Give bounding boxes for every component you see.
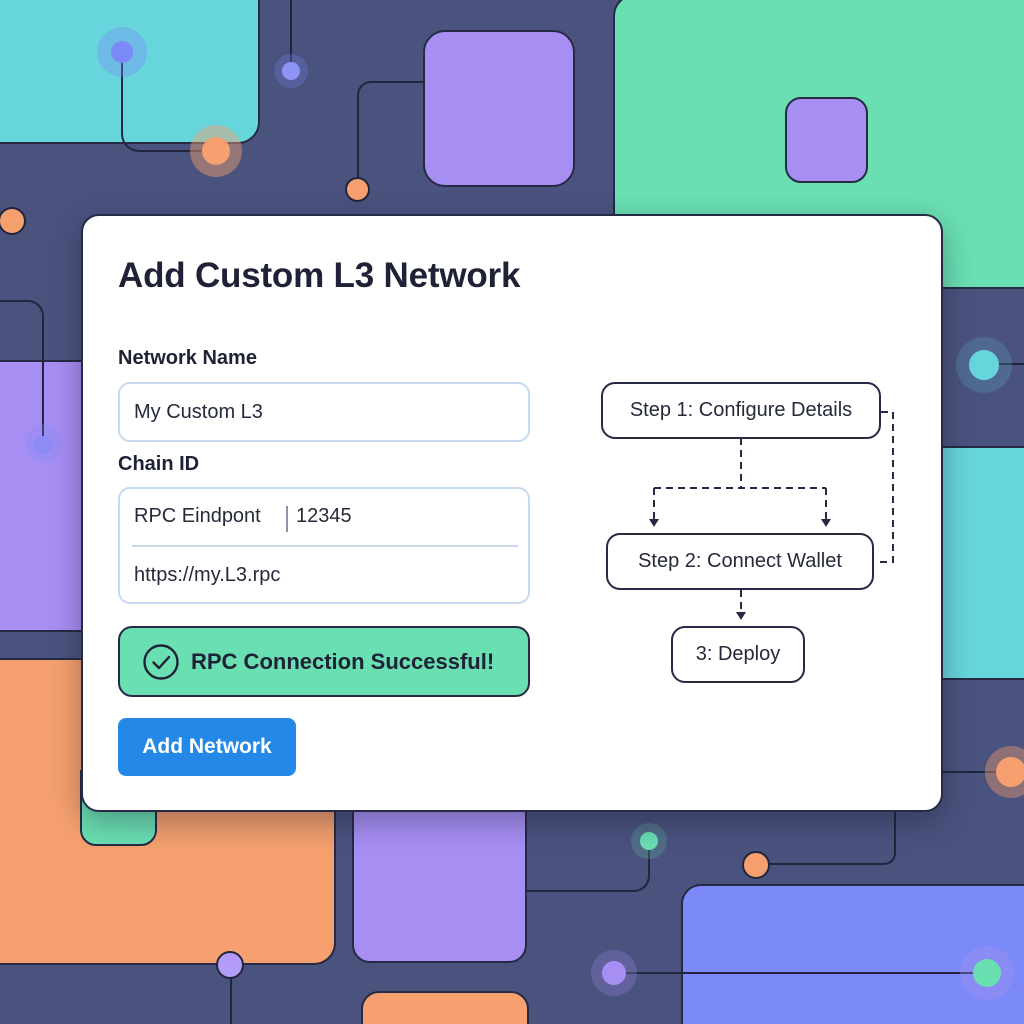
bg-dot-blue xyxy=(111,41,133,63)
bg-dot-teal xyxy=(969,350,999,380)
bg-dot-orange xyxy=(742,851,770,879)
bg-block-teal-right xyxy=(940,446,1024,680)
flow-step-2: Step 2: Connect Wallet xyxy=(606,533,874,590)
rpc-status-banner: RPC Connection Successful! xyxy=(118,626,530,697)
bg-block-teal xyxy=(0,0,260,144)
chain-id-label: Chain ID xyxy=(118,453,200,475)
add-network-button[interactable]: Add Network xyxy=(118,718,296,776)
bg-block-purple xyxy=(423,30,575,187)
bg-dot-green xyxy=(640,832,658,850)
bg-dot-orange xyxy=(0,207,26,235)
bg-block-purple-small xyxy=(785,97,868,183)
flow-step-3: 3: Deploy xyxy=(671,626,805,683)
network-name-input[interactable]: My Custom L3 xyxy=(118,382,530,442)
bg-wire xyxy=(290,0,292,66)
bg-block-purple-bottom xyxy=(352,790,527,963)
bg-dot-orange xyxy=(202,137,230,165)
bg-wire xyxy=(984,363,1024,365)
flow-connectors xyxy=(649,411,894,620)
bg-wire xyxy=(756,812,896,865)
bg-wire xyxy=(526,840,650,892)
chain-id-input[interactable]: 12345 xyxy=(296,505,352,527)
bg-dot-green xyxy=(973,959,1001,987)
dialog-title: Add Custom L3 Network xyxy=(118,256,521,295)
network-name-label: Network Name xyxy=(118,347,257,369)
check-circle-icon xyxy=(143,644,179,680)
field-separator xyxy=(286,506,288,532)
rpc-url-input[interactable]: https://my.L3.rpc xyxy=(134,564,281,586)
bg-dot-blue xyxy=(282,62,300,80)
bg-dot-blue xyxy=(33,436,53,454)
bg-dot-orange xyxy=(345,177,370,202)
rpc-endpoint-label: RPC Eindpont xyxy=(134,505,261,527)
bg-block-orange-bottom xyxy=(361,991,529,1024)
rpc-status-text: RPC Connection Successful! xyxy=(191,649,495,674)
flow-step-1: Step 1: Configure Details xyxy=(601,382,881,439)
bg-wire xyxy=(121,52,217,152)
bg-dot-orange xyxy=(996,757,1024,787)
field-divider xyxy=(132,545,518,547)
network-name-value: My Custom L3 xyxy=(134,401,263,423)
bg-wire xyxy=(357,81,425,189)
bg-wire xyxy=(230,965,232,1024)
bg-wire xyxy=(614,972,988,974)
bg-wire xyxy=(0,300,44,445)
chain-id-rpc-field-group: RPC Eindpont 12345 https://my.L3.rpc xyxy=(118,487,530,604)
bg-dot-purple xyxy=(216,951,244,979)
bg-block-periwinkle xyxy=(681,884,1024,1024)
add-network-dialog: Add Custom L3 Network Network Name My Cu… xyxy=(81,214,943,812)
bg-wire xyxy=(943,771,1011,773)
bg-dot-purple xyxy=(602,961,626,985)
